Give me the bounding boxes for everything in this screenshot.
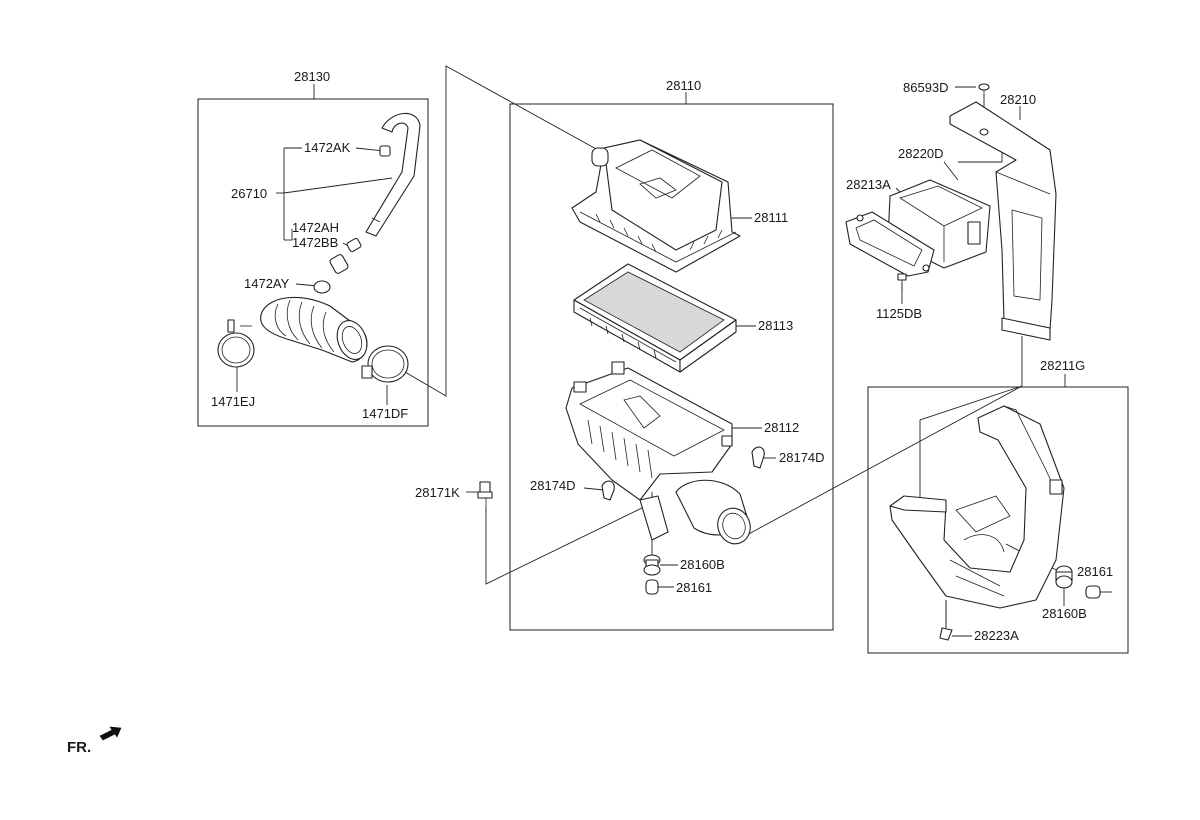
intake-snorkel-28210 xyxy=(949,101,1057,341)
intake-duct-28211G xyxy=(889,405,1065,609)
callout-1472AY: 1472AY xyxy=(244,276,290,291)
clip-28223A xyxy=(939,600,953,641)
intake-hose xyxy=(260,296,368,363)
callout-28111: 28111 xyxy=(754,210,788,225)
filter-element-28113 xyxy=(573,263,737,373)
breather-hose-26710 xyxy=(365,112,421,237)
clamp-1471DF xyxy=(361,345,409,383)
callout-28171K: 28171K xyxy=(415,485,460,500)
screw-86593D xyxy=(978,83,990,98)
front-label: FR. xyxy=(67,739,91,756)
callout-1471EJ: 1471EJ xyxy=(211,394,255,409)
clamp-1471EJ xyxy=(217,319,255,368)
callout-28220D: 28220D xyxy=(898,146,944,161)
callout-28161-center: 28161 xyxy=(676,580,712,595)
callout-1472AH: 1472AH xyxy=(292,220,339,235)
collar-28161-right xyxy=(1085,585,1101,599)
group-frame-28130 xyxy=(197,98,429,427)
callout-1472AK: 1472AK xyxy=(304,140,351,155)
air-cleaner-body-28112 xyxy=(565,361,751,545)
grommet-28160B-center xyxy=(643,554,661,576)
callout-28211G: 28211G xyxy=(1040,358,1085,373)
callout-28160B-center: 28160B xyxy=(680,557,725,572)
gasket-28213A xyxy=(845,211,935,277)
callout-28161-right: 28161 xyxy=(1077,564,1113,579)
callout-28210: 28210 xyxy=(1000,92,1036,107)
callout-28174D-right: 28174D xyxy=(779,450,825,465)
front-direction-marker: FR. xyxy=(67,726,122,756)
grommet-28160B-right xyxy=(1055,565,1073,589)
callout-28110: 28110 xyxy=(666,78,701,93)
callout-1471DF: 1471DF xyxy=(362,406,408,421)
callout-28112: 28112 xyxy=(764,420,799,435)
nipple-1472BB xyxy=(329,237,362,274)
front-arrow-icon xyxy=(99,726,122,741)
clip-28174D-left xyxy=(601,480,615,501)
clip-28174D-right xyxy=(751,446,765,469)
clip-1472AK xyxy=(379,145,391,157)
collar-28161-center xyxy=(645,579,659,595)
callout-1125DB: 1125DB xyxy=(876,306,922,321)
callout-28174D-left: 28174D xyxy=(530,478,576,493)
callout-28113: 28113 xyxy=(758,318,793,333)
clamp-1472AY xyxy=(313,280,331,294)
callout-28213A: 28213A xyxy=(846,177,891,192)
group-frame-28211G xyxy=(867,386,1129,654)
group-frame-28110 xyxy=(509,103,834,631)
callout-28160B-right: 28160B xyxy=(1042,606,1087,621)
callout-28223A: 28223A xyxy=(974,628,1019,643)
air-cleaner-cover-28111 xyxy=(571,139,741,273)
callout-1472BB: 1472BB xyxy=(292,235,338,250)
callout-26710: 26710 xyxy=(231,186,267,201)
callout-86593D: 86593D xyxy=(903,80,949,95)
screw-1125DB xyxy=(897,273,907,292)
bolt-28171K xyxy=(477,481,493,514)
callout-28130: 28130 xyxy=(294,69,330,84)
